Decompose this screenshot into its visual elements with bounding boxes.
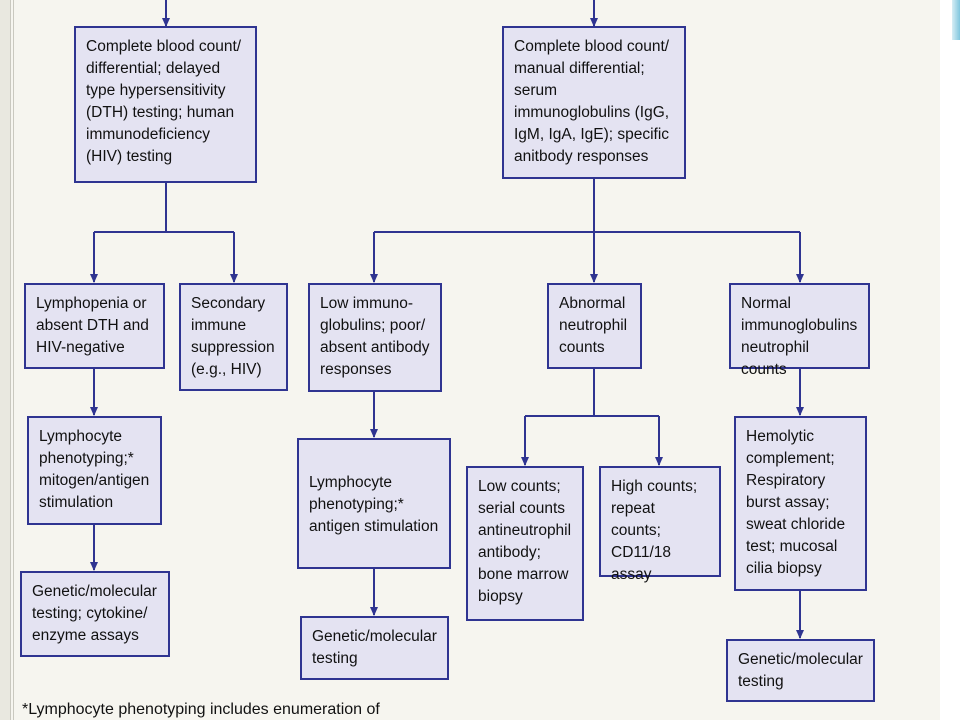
- slide-accent: [952, 0, 960, 40]
- box-genetic-cytokine: Genetic/molecular testing; cytokine/ enz…: [20, 571, 170, 657]
- box-cbc-dth-hiv: Complete blood count/ differential; dela…: [74, 26, 257, 183]
- box-lymphocyte-mitogen: Lymphocyte phenotyping;* mitogen/antigen…: [27, 416, 162, 525]
- box-cbc-manual-immunoglobulins: Complete blood count/ manual differentia…: [502, 26, 686, 179]
- panel-frame-line: [13, 0, 14, 720]
- box-high-counts: High counts; repeat counts; CD11/18 assa…: [599, 466, 721, 583]
- panel-frame: [0, 0, 11, 720]
- box-low-counts: Low counts; serial counts antineutrophil…: [466, 466, 584, 621]
- box-genetic-right: Genetic/molecular testing: [726, 639, 875, 702]
- connector-lines: [90, 0, 804, 639]
- box-genetic-middle: Genetic/molecular testing: [300, 616, 449, 680]
- diagram-panel: Complete blood count/ differential; dela…: [0, 0, 940, 720]
- box-abnormal-neutrophil: Abnormal neutrophil counts: [547, 283, 642, 369]
- box-lymphocyte-antigen: Lymphocyte phenotyping;* antigen stimula…: [297, 438, 451, 569]
- box-normal-immunoglobulins: Normal immunoglobulins neutrophil counts: [729, 283, 870, 378]
- footnote: *Lymphocyte phenotyping includes enumera…: [22, 701, 380, 718]
- box-lymphopenia: Lymphopenia or absent DTH and HIV-negati…: [24, 283, 165, 369]
- box-low-immunoglobulins: Low immuno- globulins; poor/ absent anti…: [308, 283, 442, 392]
- box-hemolytic-complement: Hemolytic complement; Respiratory burst …: [734, 416, 867, 591]
- box-secondary-suppression: Secondary immune suppression (e.g., HIV): [179, 283, 288, 391]
